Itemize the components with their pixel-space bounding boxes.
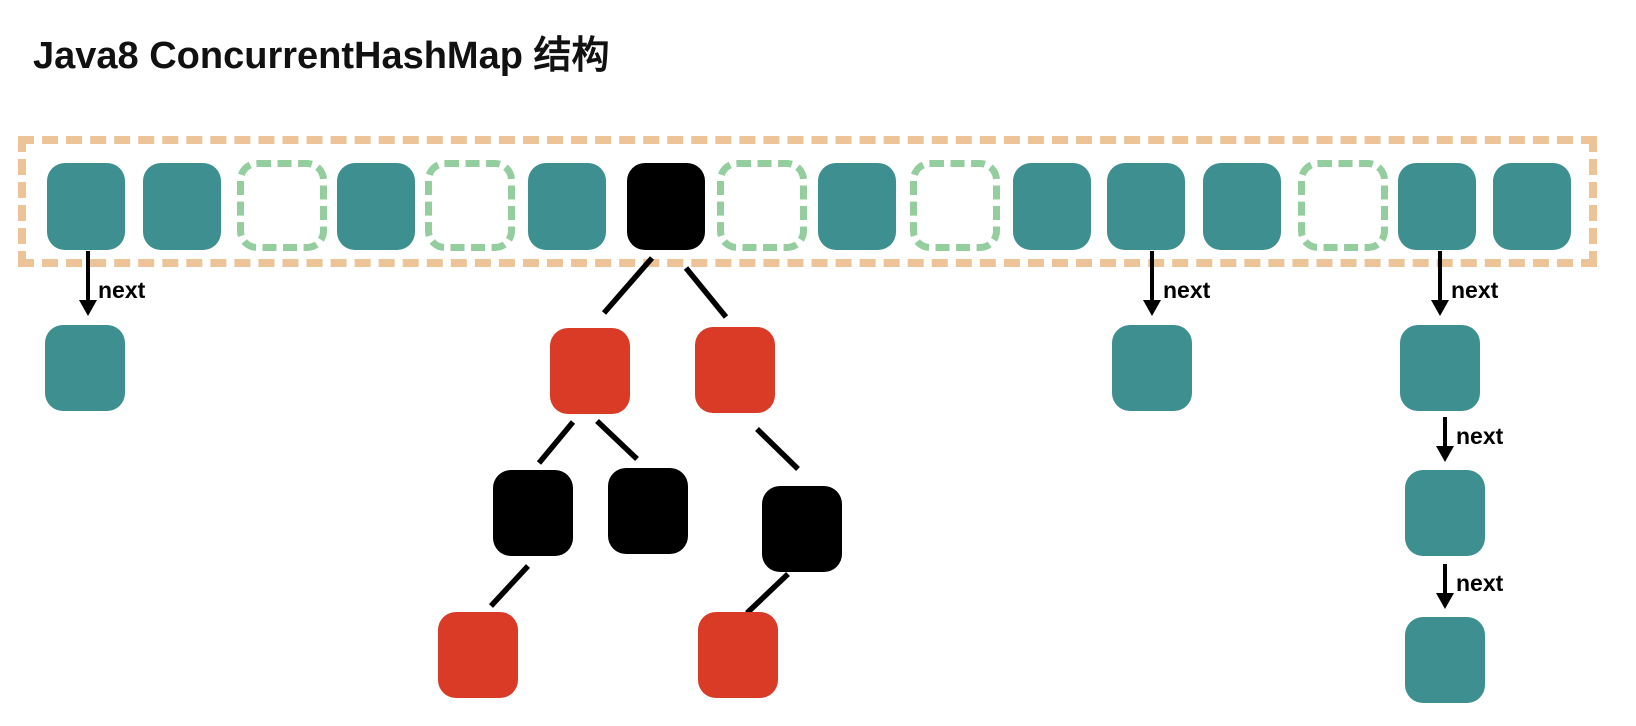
next-arrowhead-icon xyxy=(1436,593,1454,609)
next-arrow-bucket-14-to-bucket14-node1 xyxy=(1438,251,1442,300)
bucket-slot-15-filled xyxy=(1493,163,1571,250)
bucket-slot-6-tree-root xyxy=(627,163,705,250)
linked-list-node-bucket14-node3 xyxy=(1405,617,1485,703)
bucket-slot-13-empty xyxy=(1298,160,1388,251)
bucket-slot-8-filled xyxy=(818,163,896,250)
bucket-slot-11-filled xyxy=(1107,163,1185,250)
next-label: next xyxy=(1451,277,1499,303)
tree-edge-bucket-6-to-tree-red-right xyxy=(683,266,729,319)
bucket-slot-14-filled xyxy=(1398,163,1476,250)
bucket-slot-0-filled xyxy=(47,163,125,250)
linked-list-node-bucket11-node1 xyxy=(1112,325,1192,411)
tree-edge-tree-red-right-to-tree-black-right xyxy=(755,427,800,471)
next-label: next xyxy=(1163,277,1211,303)
red-black-tree-node-tree-black-right xyxy=(762,486,842,572)
bucket-slot-4-empty xyxy=(425,160,515,251)
linked-list-node-bucket14-node2 xyxy=(1405,470,1485,556)
next-arrow-bucket-0-to-bucket0-node1 xyxy=(86,251,90,300)
red-black-tree-node-tree-black-mid xyxy=(608,468,688,554)
bucket-slot-12-filled xyxy=(1203,163,1281,250)
bucket-slot-3-filled xyxy=(337,163,415,250)
next-label: next xyxy=(1456,570,1504,596)
next-arrowhead-icon xyxy=(1143,300,1161,316)
next-label: next xyxy=(1456,423,1504,449)
bucket-slot-9-empty xyxy=(910,160,1000,251)
bucket-slot-2-empty xyxy=(237,160,327,251)
red-black-tree-node-tree-red-bottom-right xyxy=(698,612,778,698)
next-arrow-bucket14-node2-to-bucket14-node3 xyxy=(1443,564,1447,593)
red-black-tree-node-tree-black-left xyxy=(493,470,573,556)
next-arrow-bucket14-node1-to-bucket14-node2 xyxy=(1443,417,1447,446)
diagram-title: Java8 ConcurrentHashMap 结构 xyxy=(33,35,610,77)
next-arrow-bucket-11-to-bucket11-node1 xyxy=(1150,251,1154,300)
next-arrowhead-icon xyxy=(79,300,97,316)
red-black-tree-node-tree-red-bottom-left xyxy=(438,612,518,698)
bucket-slot-5-filled xyxy=(528,163,606,250)
bucket-array xyxy=(18,136,1597,267)
tree-edge-tree-black-left-to-tree-red-bottom-left xyxy=(488,564,531,608)
next-arrowhead-icon xyxy=(1431,300,1449,316)
tree-edge-tree-black-right-to-tree-red-bottom-right xyxy=(745,572,790,615)
tree-edge-tree-red-left-to-tree-black-mid xyxy=(595,419,639,461)
linked-list-node-bucket0-node1 xyxy=(45,325,125,411)
red-black-tree-node-tree-red-right xyxy=(695,327,775,413)
bucket-slot-10-filled xyxy=(1013,163,1091,250)
bucket-slot-1-filled xyxy=(143,163,221,250)
next-label: next xyxy=(98,277,146,303)
tree-edge-tree-red-left-to-tree-black-left xyxy=(536,420,576,465)
linked-list-node-bucket14-node1 xyxy=(1400,325,1480,411)
bucket-slot-7-empty xyxy=(717,160,807,251)
red-black-tree-node-tree-red-left xyxy=(550,328,630,414)
next-arrowhead-icon xyxy=(1436,446,1454,462)
